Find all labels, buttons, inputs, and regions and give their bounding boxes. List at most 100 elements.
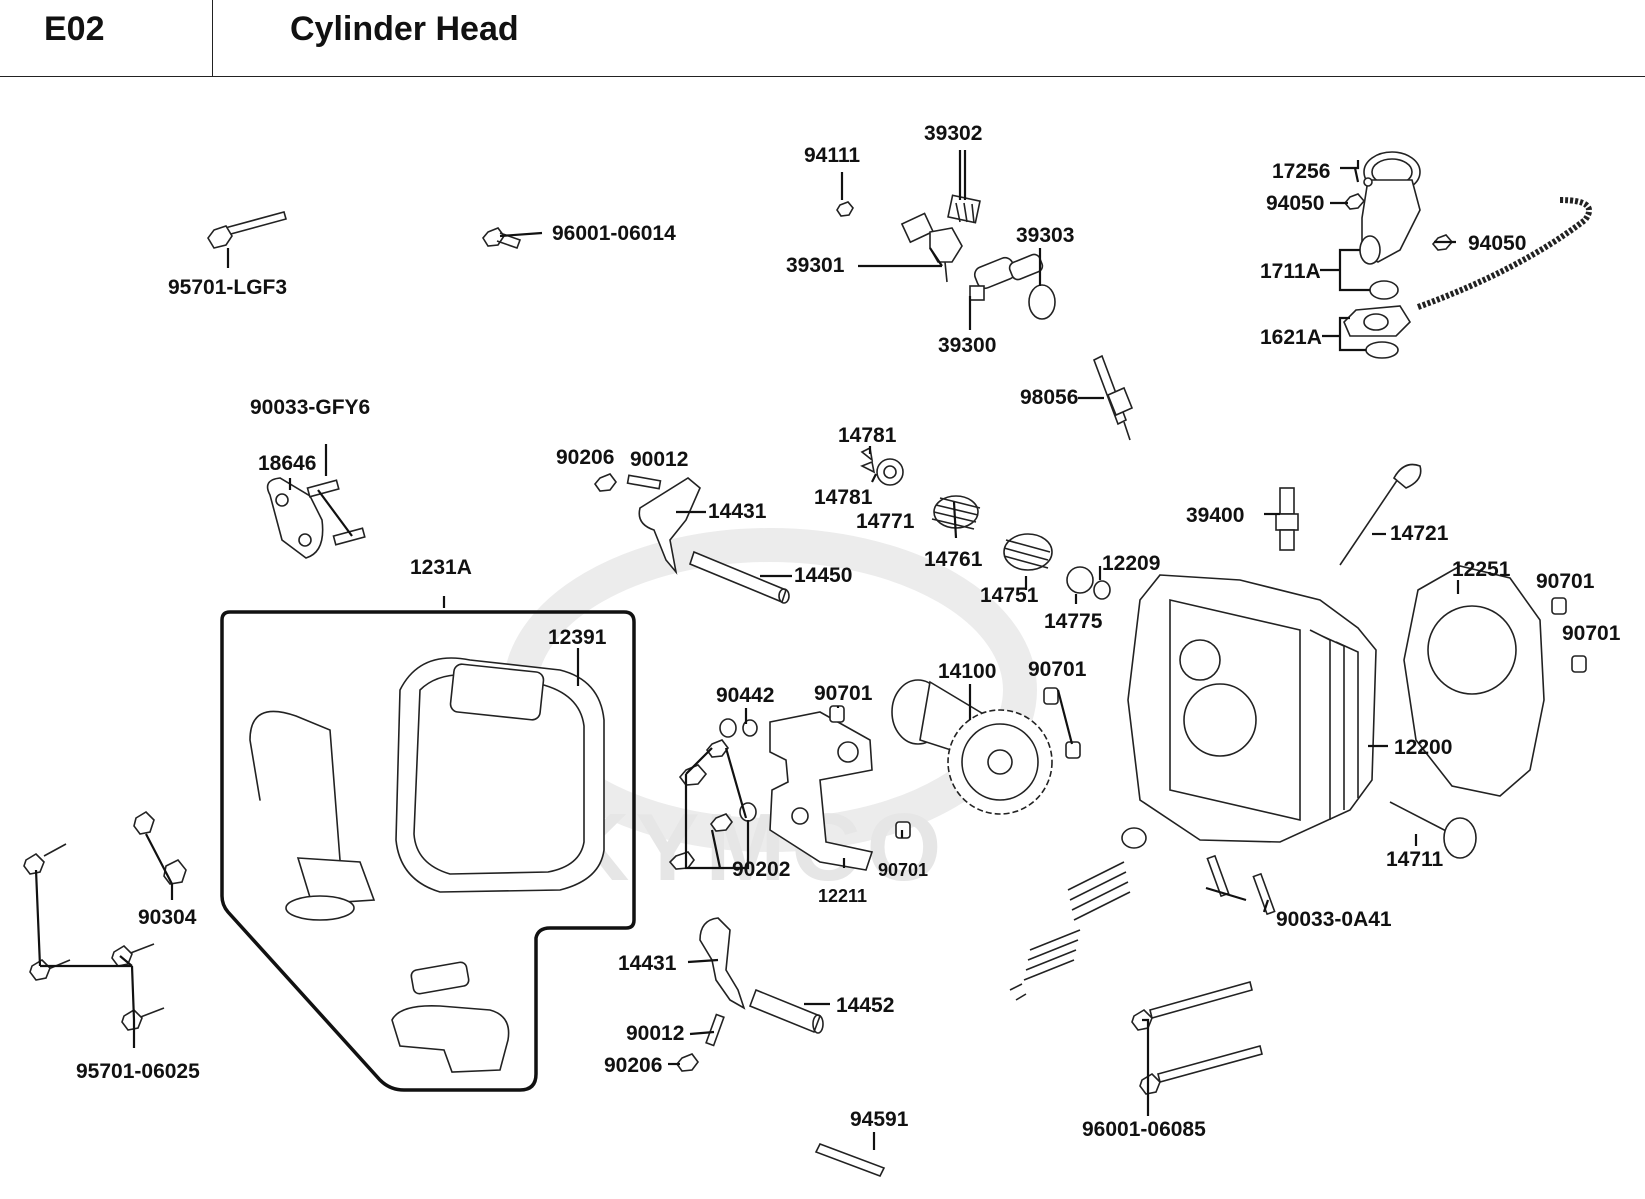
label-1621a: 1621A (1260, 326, 1322, 349)
label-96001-06085: 96001-06085 (1082, 1118, 1206, 1141)
label-39301: 39301 (786, 254, 845, 277)
label-95701-06025: 95701-06025 (76, 1060, 200, 1083)
valve-14721 (1339, 463, 1422, 566)
washer-14775 (1066, 566, 1094, 594)
label-96001-06014: 96001-06014 (552, 222, 676, 245)
cylinder-head-12200 (1127, 574, 1377, 843)
nut-94050-left (1343, 193, 1366, 210)
assembly-1231a-outline (220, 610, 636, 1092)
label-39400: 39400 (1186, 504, 1244, 527)
nut-94111 (836, 201, 854, 217)
oring-1711a (1369, 280, 1399, 300)
spring-14751 (1003, 533, 1053, 571)
rocker-shaft-14450 (689, 550, 790, 604)
label-90442: 90442 (716, 684, 774, 707)
label-39302: 39302 (924, 122, 982, 145)
dowel-90701-a (1551, 597, 1567, 615)
label-14431-b: 14431 (618, 952, 677, 975)
bolts-95701-06025 (23, 843, 165, 1031)
label-94591: 94591 (850, 1108, 909, 1131)
rocker-shaft-14452 (748, 988, 824, 1034)
label-1711a: 1711A (1260, 260, 1321, 283)
nut-90206-upper (593, 473, 617, 492)
label-90012-a: 90012 (630, 448, 688, 471)
spark-plug-98056 (1092, 354, 1134, 441)
intake-manifold-1711a (1359, 151, 1421, 265)
head-gasket-12251 (1403, 565, 1545, 797)
page-title: Cylinder Head (290, 10, 519, 48)
label-90206-b: 90206 (604, 1054, 662, 1077)
label-14771: 14771 (856, 510, 915, 533)
label-14751: 14751 (980, 584, 1039, 607)
label-90304: 90304 (138, 906, 197, 929)
label-95701-lgf3: 95701-LGF3 (168, 276, 287, 299)
dowel-90701-d (829, 705, 845, 723)
label-14781-a: 14781 (838, 424, 897, 447)
label-14450: 14450 (794, 564, 852, 587)
tensioner-guide-94591 (814, 1142, 886, 1178)
label-98056: 98056 (1020, 386, 1078, 409)
rocker-arm-14431-lower (699, 917, 746, 1010)
label-90033-gfy6: 90033-GFY6 (250, 396, 370, 419)
rocker-arm-14431-upper (638, 477, 701, 575)
label-12209: 12209 (1102, 552, 1160, 575)
bolt-95701-lgf3 (207, 211, 287, 249)
label-14431-a: 14431 (708, 500, 767, 523)
clip-39302 (947, 194, 981, 224)
label-14721: 14721 (1390, 522, 1449, 545)
retainer-14771 (876, 458, 904, 486)
label-12211: 12211 (818, 886, 867, 906)
nut-90304-lower (163, 858, 187, 885)
page-header: E02 Cylinder Head (0, 0, 1645, 77)
lower-valve-springs (1009, 827, 1147, 1001)
label-94050-a: 94050 (1266, 192, 1324, 215)
nut-90206-lower (675, 1053, 699, 1072)
label-90701-b: 90701 (1562, 622, 1621, 645)
gasket-18646 (266, 477, 324, 559)
bolts-96001-06085 (1131, 981, 1263, 1095)
oring-39303 (1028, 284, 1056, 320)
dowel-90701-c-upper (1043, 687, 1059, 705)
screw-17256 (1363, 177, 1373, 187)
label-14711: 14711 (1386, 848, 1444, 871)
label-14761: 14761 (924, 548, 983, 571)
section-code: E02 (44, 10, 105, 48)
sensor-39400 (1275, 487, 1299, 551)
camshaft-sprocket-14100 (891, 679, 1053, 815)
label-90206-a: 90206 (556, 446, 614, 469)
leader-lines (34, 150, 1460, 1150)
cam-holder-12211 (769, 711, 874, 871)
label-90202: 90202 (732, 858, 790, 881)
dowel-90701-b (1571, 655, 1587, 673)
parts-artwork (23, 151, 1593, 1178)
vacuum-hose (1416, 197, 1593, 310)
label-39300: 39300 (938, 334, 996, 357)
breather-pipe (249, 710, 376, 921)
cotters-14781 (860, 446, 876, 474)
label-17256: 17256 (1272, 160, 1330, 183)
nuts-90202 (668, 739, 733, 870)
seal-12209 (1093, 580, 1111, 600)
studs-90033-gfy6 (306, 479, 366, 546)
insulator-1621a (1343, 305, 1412, 359)
bolt-96001-06014 (482, 227, 522, 250)
label-94111: 94111 (804, 144, 860, 167)
screw-90012-upper (626, 474, 662, 490)
screw-90012-lower (705, 1013, 725, 1047)
label-12391: 12391 (548, 626, 607, 649)
label-90701-e: 90701 (878, 860, 928, 880)
injector-holder-39301 (900, 212, 963, 283)
dowel-90701-c-lower (1065, 741, 1081, 759)
label-90033-0a41: 90033-0A41 (1276, 908, 1392, 931)
injector-39300 (969, 253, 1044, 301)
valve-14711 (1389, 801, 1477, 859)
label-90012-b: 90012 (626, 1022, 684, 1045)
label-14775: 14775 (1044, 610, 1103, 633)
part-number-labels: 39302 94111 39301 39303 39300 96001-0601… (76, 122, 1621, 1141)
label-18646: 18646 (258, 452, 316, 475)
label-14452: 14452 (836, 994, 894, 1017)
valve-cover-12391 (395, 657, 605, 893)
label-94050-b: 94050 (1468, 232, 1526, 255)
studs-90033-0a41 (1206, 854, 1276, 916)
